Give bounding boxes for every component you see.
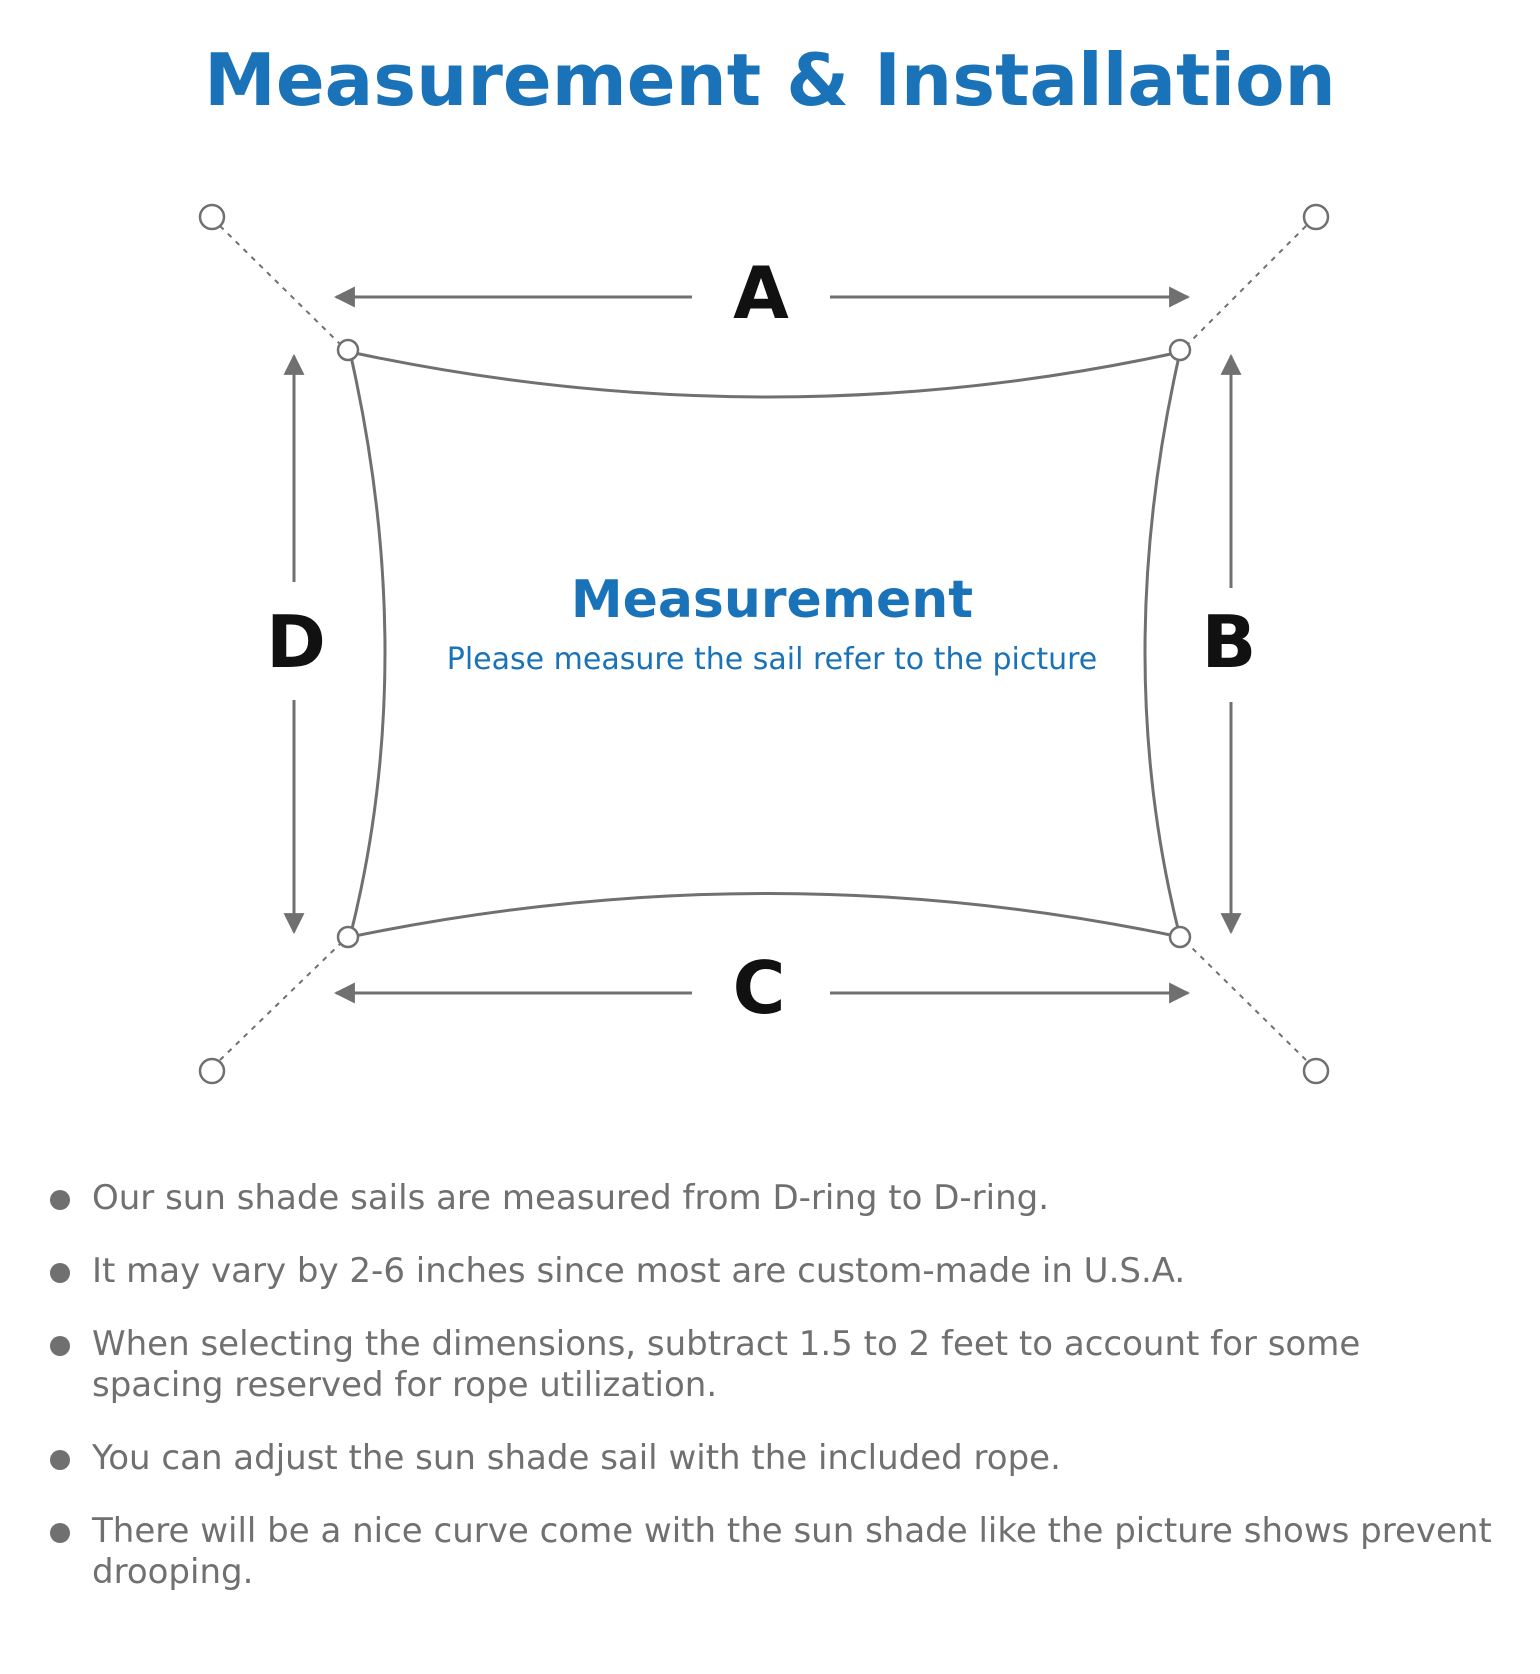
d-ring-top-left (336, 338, 360, 362)
list-item: Our sun shade sails are measured from D-… (50, 1178, 1500, 1219)
rope-top-right (1187, 225, 1307, 345)
d-ring-top-right (1168, 338, 1192, 362)
measurement-instruction: Please measure the sail refer to the pic… (447, 642, 1097, 677)
notes-list: Our sun shade sails are measured from D-… (50, 1178, 1500, 1625)
page-title: Measurement & Installation (204, 38, 1336, 122)
list-item: There will be a nice curve come with the… (50, 1511, 1500, 1593)
rope-bottom-left (219, 943, 341, 1061)
d-ring-bottom-right (1168, 925, 1192, 949)
dimension-label-b: B (1202, 600, 1257, 684)
dimension-arrows (283, 286, 1242, 1004)
anchor-top-left (198, 203, 226, 231)
anchor-top-right (1302, 203, 1330, 231)
d-rings (336, 338, 1192, 949)
anchor-bottom-left (198, 1057, 226, 1085)
anchor-points (198, 203, 1330, 1085)
rope-top-left (219, 225, 341, 345)
dimension-label-d: D (266, 600, 326, 684)
list-item: You can adjust the sun shade sail with t… (50, 1438, 1500, 1479)
anchor-bottom-right (1302, 1057, 1330, 1085)
sail-diagram: A C D B Measurement Please measure the s… (198, 203, 1330, 1085)
rope-bottom-right (1187, 943, 1307, 1061)
d-ring-bottom-left (336, 925, 360, 949)
dimension-label-c: C (733, 946, 786, 1030)
list-item: It may vary by 2-6 inches since most are… (50, 1251, 1500, 1292)
measurement-heading: Measurement (571, 570, 973, 630)
list-item: When selecting the dimensions, subtract … (50, 1324, 1500, 1406)
dimension-label-a: A (733, 251, 789, 335)
